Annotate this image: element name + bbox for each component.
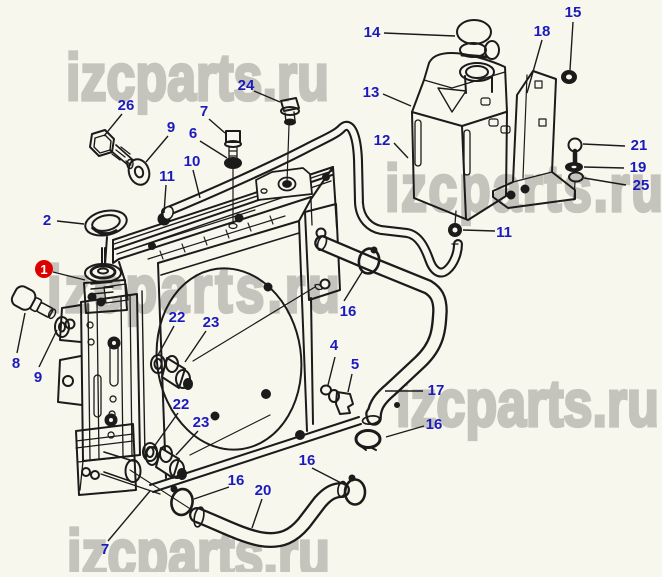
svg-text:26: 26 bbox=[118, 97, 135, 114]
svg-text:1: 1 bbox=[40, 262, 47, 277]
svg-text:16: 16 bbox=[228, 472, 245, 489]
svg-text:izcparts.ru: izcparts.ru bbox=[66, 40, 329, 114]
svg-text:10: 10 bbox=[184, 153, 201, 170]
svg-text:izcparts.ru: izcparts.ru bbox=[67, 516, 330, 572]
svg-text:22: 22 bbox=[169, 309, 186, 326]
svg-text:24: 24 bbox=[238, 77, 255, 94]
svg-text:16: 16 bbox=[340, 303, 357, 320]
svg-text:2: 2 bbox=[43, 212, 51, 229]
svg-text:21: 21 bbox=[631, 137, 648, 154]
svg-text:12: 12 bbox=[374, 132, 391, 149]
svg-text:23: 23 bbox=[203, 314, 220, 331]
svg-text:22: 22 bbox=[173, 396, 190, 413]
svg-text:9: 9 bbox=[167, 119, 175, 136]
svg-text:14: 14 bbox=[364, 24, 381, 41]
svg-text:19: 19 bbox=[630, 159, 647, 176]
svg-text:16: 16 bbox=[299, 452, 316, 469]
svg-text:7: 7 bbox=[200, 103, 208, 120]
svg-text:16: 16 bbox=[426, 416, 443, 433]
svg-text:18: 18 bbox=[534, 23, 551, 40]
svg-text:9: 9 bbox=[34, 369, 42, 386]
svg-text:20: 20 bbox=[255, 482, 272, 499]
svg-text:izcparts.ru: izcparts.ru bbox=[396, 366, 659, 440]
svg-text:17: 17 bbox=[428, 382, 445, 399]
svg-text:23: 23 bbox=[193, 414, 210, 431]
svg-text:4: 4 bbox=[330, 337, 339, 354]
svg-text:5: 5 bbox=[351, 356, 359, 373]
svg-text:11: 11 bbox=[159, 168, 175, 185]
svg-text:7: 7 bbox=[101, 541, 109, 558]
svg-text:13: 13 bbox=[363, 84, 380, 101]
svg-text:6: 6 bbox=[189, 125, 197, 142]
svg-text:8: 8 bbox=[12, 355, 20, 372]
svg-text:15: 15 bbox=[565, 4, 582, 21]
svg-text:11: 11 bbox=[496, 224, 512, 241]
svg-text:25: 25 bbox=[633, 177, 650, 194]
